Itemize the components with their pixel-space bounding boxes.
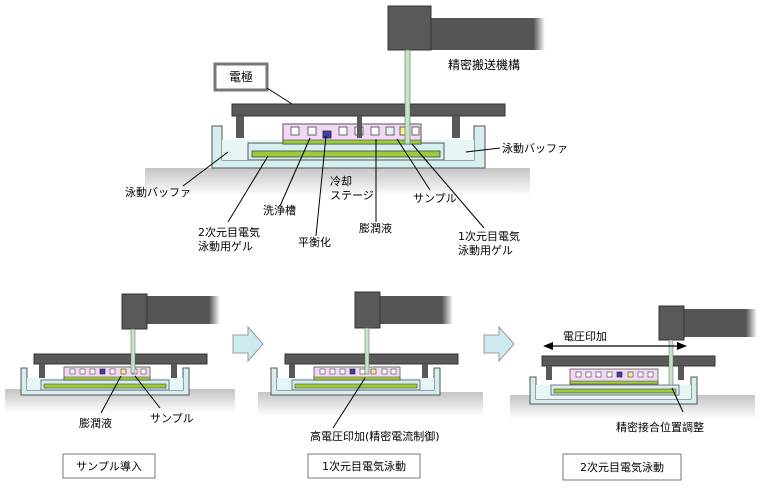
electrode-pin: [357, 116, 362, 138]
gel2-label-2: 泳動用ゲル: [198, 239, 253, 253]
well: [338, 126, 348, 136]
electrode-label-box: [213, 62, 269, 92]
step1-label-a: 膨潤液: [79, 416, 112, 430]
transport-head: [354, 291, 381, 329]
step3-label-b: 精密接合位置調整: [616, 420, 704, 434]
buffer-bath: [270, 367, 441, 396]
gel-1d: [282, 139, 422, 145]
step3-diagram: 電圧印加 精密接合位置調整 2次元目電気泳動: [510, 305, 757, 481]
top-diagram: 電極 精密搬送機構 泳動バッファ 泳動バッファ 冷却 ステージ 洗浄槽 2次元目…: [125, 5, 568, 257]
transport-arm: [430, 18, 545, 50]
step3-label-a: 電圧印加: [563, 330, 607, 343]
electrode-pin: [236, 116, 244, 138]
gel-2d: [43, 383, 167, 389]
step2-title: 1次元目電気泳動: [322, 459, 406, 473]
step2-diagram: 高電圧印加(精密電流制御) 1次元目電気泳動: [258, 291, 483, 479]
gel-1d: [569, 380, 659, 385]
well: [370, 126, 380, 136]
electrode-plate: [33, 353, 208, 365]
well: [385, 126, 395, 136]
gel-2d: [251, 150, 441, 158]
buffer-bath: [529, 376, 698, 405]
gel-2d: [294, 383, 418, 389]
transport-arm: [683, 309, 757, 337]
electrode-plate: [231, 103, 506, 117]
voltage-arrow: [543, 342, 687, 350]
electrode-label: 電極: [229, 69, 253, 84]
buffer-bath: [211, 125, 486, 169]
transport-arm: [146, 296, 220, 324]
swelling-label: 膨潤液: [359, 221, 392, 235]
transport-arm: [379, 296, 453, 324]
step2-label-a: 高電圧印加(精密電流制御): [310, 429, 440, 443]
step1-label-b: サンプル: [150, 412, 194, 425]
step-arrow-1: [232, 325, 264, 363]
mechanism-label: 精密搬送機構: [448, 57, 520, 72]
gel2-label-1: 2次元目電気: [198, 225, 260, 239]
transport-needle: [364, 327, 370, 375]
transport-head: [121, 293, 148, 330]
sample-label: サンプル: [413, 192, 457, 205]
cooling-stage-label-1: 冷却: [330, 175, 352, 188]
transport-needle: [668, 339, 674, 386]
step1-diagram: 膨潤液 サンプル サンプル導入: [5, 293, 235, 479]
gel1-label-2: 泳動用ゲル: [458, 243, 513, 257]
buffer-left-label: 泳動バッファ: [125, 185, 191, 199]
step3-title: 2次元目電気泳動: [580, 460, 664, 474]
electrode-plate: [284, 353, 459, 365]
equilibration-label: 平衡化: [298, 235, 331, 249]
well: [411, 126, 420, 136]
cooling-stage: [258, 392, 483, 416]
gel1-label-1: 1次元目電気: [458, 229, 520, 243]
cooling-stage-label-2: ステージ: [330, 189, 374, 202]
electrode-pin: [452, 116, 460, 138]
well: [322, 130, 332, 139]
step-arrow-2: [483, 325, 515, 363]
well: [307, 126, 317, 136]
transport-head: [658, 305, 685, 341]
electrode-plate: [541, 355, 716, 367]
transport-needle: [130, 328, 136, 374]
step1-title-box: [62, 453, 156, 479]
step1-title: サンプル導入: [76, 459, 142, 473]
gel-1d: [313, 376, 401, 381]
well: [290, 126, 300, 136]
cooling-stage: [145, 168, 530, 196]
transport-head: [387, 5, 432, 51]
buffer-right-label: 泳動バッファ: [502, 141, 568, 155]
buffer-bath: [20, 367, 190, 396]
gel-1d: [63, 376, 151, 381]
wash-tank-label: 洗浄槽: [263, 203, 296, 217]
transport-needle: [404, 49, 411, 145]
step3-title-box: [562, 453, 682, 481]
gel-2d: [553, 388, 677, 394]
step2-title-box: [307, 453, 421, 479]
